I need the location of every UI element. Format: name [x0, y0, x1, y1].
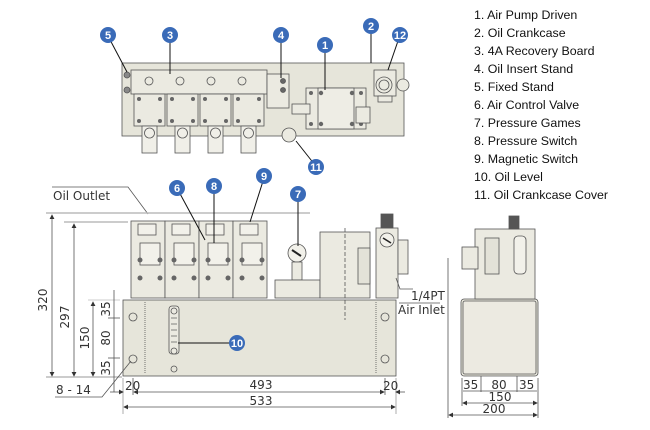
- callout-badge-10: 10: [229, 335, 245, 351]
- svg-text:5: 5: [105, 30, 111, 42]
- legend-item: 1. Air Pump Driven: [474, 8, 578, 22]
- side-dim-35-left: 35: [463, 378, 478, 392]
- parts-legend: 1. Air Pump Driven 2. Oil Crankcase 3. 4…: [474, 6, 608, 204]
- svg-text:12: 12: [394, 30, 406, 42]
- svg-text:7: 7: [295, 189, 301, 201]
- side-view: [460, 215, 539, 377]
- dim-297: 297: [58, 306, 72, 329]
- legend-item: 11. Oil Crankcase Cover: [474, 188, 609, 202]
- dim-320: 320: [36, 289, 50, 312]
- oil-outlet-label: Oil Outlet: [53, 189, 110, 203]
- oil-crankcase-cover: [281, 127, 297, 143]
- dim-533: 533: [250, 394, 273, 408]
- dim-80: 80: [99, 330, 113, 345]
- solenoid-coils: [141, 125, 257, 154]
- callout-badge-2: 2: [363, 18, 379, 34]
- svg-text:6: 6: [174, 183, 180, 195]
- dim-20-right: 20: [383, 379, 398, 393]
- callout-badge-3: 3: [162, 27, 178, 43]
- legend-item: 6. Air Control Valve: [474, 98, 580, 112]
- top-view: [121, 62, 410, 154]
- svg-text:8: 8: [211, 181, 217, 193]
- legend-item: 9. Magnetic Switch: [474, 152, 578, 166]
- legend-item: 4. Oil Insert Stand: [474, 62, 574, 76]
- svg-text:2: 2: [368, 21, 374, 33]
- callout-badge-9: 9: [256, 168, 272, 184]
- air-inlet-size-label: 1/4PT: [411, 289, 446, 303]
- svg-text:1: 1: [322, 40, 328, 52]
- svg-text:9: 9: [261, 171, 267, 183]
- front-view: [122, 213, 409, 377]
- legend-item: 10. Oil Level: [474, 170, 543, 184]
- side-dim-150: 150: [489, 390, 512, 404]
- callout-badge-5: 5: [100, 27, 116, 43]
- side-dim-35-right: 35: [519, 378, 534, 392]
- callout-badge-6: 6: [169, 180, 185, 196]
- dim-35-bottom: 35: [99, 360, 113, 375]
- hole-spec-label: 8 - 14: [56, 383, 91, 397]
- svg-text:4: 4: [278, 30, 285, 42]
- legend-item: 2. Oil Crankcase: [474, 26, 566, 40]
- legend-item: 5. Fixed Stand: [474, 80, 554, 94]
- callout-badge-1: 1: [317, 37, 333, 53]
- legend-item: 7. Pressure Games: [474, 116, 581, 130]
- svg-text:10: 10: [231, 338, 243, 350]
- legend-item: 8. Pressure Switch: [474, 134, 578, 148]
- dim-493: 493: [250, 378, 273, 392]
- dim-20-left: 20: [125, 379, 140, 393]
- side-dim-80: 80: [491, 378, 506, 392]
- svg-text:11: 11: [310, 162, 322, 174]
- dimension-lines: [46, 186, 539, 418]
- svg-text:3: 3: [167, 30, 173, 42]
- dim-35-top: 35: [99, 301, 113, 316]
- side-dim-200: 200: [483, 402, 506, 416]
- dim-150: 150: [78, 327, 92, 350]
- recovery-board: [130, 69, 268, 95]
- callout-badge-7: 7: [290, 186, 306, 202]
- callout-badge-8: 8: [206, 178, 222, 194]
- fixed-stand-bolt: [123, 86, 131, 94]
- legend-item: 3. 4A Recovery Board: [474, 44, 595, 58]
- air-inlet-label: Air Inlet: [398, 303, 445, 317]
- callout-badge-12: 12: [392, 27, 408, 43]
- callout-badge-4: 4: [273, 27, 289, 43]
- oil-tank: [122, 299, 397, 377]
- fixed-stand-bolt: [123, 71, 131, 79]
- callout-badge-11: 11: [308, 159, 324, 175]
